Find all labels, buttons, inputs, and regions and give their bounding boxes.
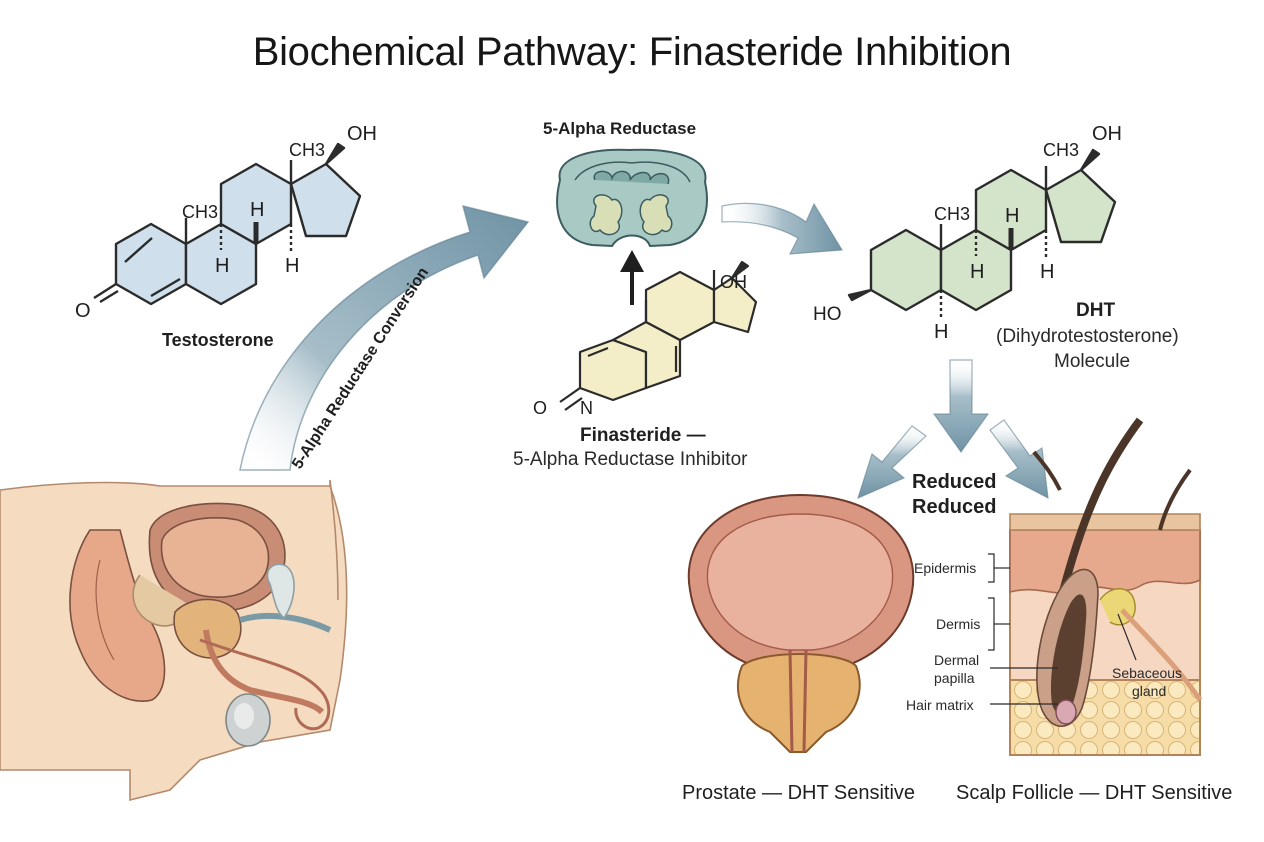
- testosterone-o: O: [75, 300, 91, 322]
- testosterone-label: Testosterone: [162, 330, 274, 350]
- testosterone-h1: H: [250, 199, 264, 221]
- reduced-label-2: Reduced: [912, 496, 996, 518]
- finasteride-role: 5-Alpha Reductase Inhibitor: [513, 449, 748, 470]
- scalp-label-epidermis: Epidermis: [914, 560, 976, 576]
- dht-ch3-top: CH3: [1043, 140, 1079, 160]
- finasteride-oh: OH: [720, 272, 747, 292]
- dht-h2: H: [970, 261, 984, 283]
- testosterone-oh: OH: [347, 123, 377, 145]
- dht-oh: OH: [1092, 123, 1122, 145]
- testosterone-h2: H: [215, 255, 229, 277]
- scalp-label-dermis: Dermis: [936, 616, 980, 632]
- dht-h3: H: [1040, 261, 1054, 283]
- reduced-label-1: Reduced: [912, 471, 996, 493]
- testosterone-ch3-mid: CH3: [182, 202, 218, 222]
- scalp-label-sebaceous-2: gland: [1132, 683, 1166, 699]
- finasteride-molecule: [559, 260, 758, 411]
- dht-effect-arrows: [857, 359, 1049, 500]
- page-title: Biochemical Pathway: Finasteride Inhibit…: [252, 30, 1012, 74]
- conversion-arrow: [239, 204, 530, 471]
- scalp-follicle-illustration: [1009, 417, 1203, 756]
- dht-ch3-mid: CH3: [934, 204, 970, 224]
- finasteride-label: Finasteride —: [580, 425, 706, 446]
- prostate-caption: Prostate — DHT Sensitive: [682, 782, 915, 804]
- enzyme-to-dht-arrow: [721, 202, 844, 255]
- testosterone-h3: H: [285, 255, 299, 277]
- testosterone-ch3-top: CH3: [289, 140, 325, 160]
- dht-label: DHT: [1076, 300, 1115, 321]
- dht-suffix: Molecule: [1054, 351, 1130, 372]
- scalp-caption: Scalp Follicle — DHT Sensitive: [956, 782, 1232, 804]
- testosterone-molecule: [93, 142, 362, 306]
- pelvic-anatomy-illustration: [0, 479, 348, 802]
- finasteride-n: N: [580, 398, 593, 418]
- dht-ho: HO: [813, 304, 842, 325]
- scalp-label-hair-matrix: Hair matrix: [906, 697, 974, 713]
- prostate-illustration: [687, 493, 915, 753]
- enzyme-5-alpha-reductase: [556, 148, 708, 248]
- inhibition-arrow: [620, 250, 644, 305]
- finasteride-o: O: [533, 398, 547, 418]
- dht-h1: H: [1005, 205, 1019, 227]
- scalp-label-sebaceous-1: Sebaceous: [1112, 665, 1182, 681]
- scalp-label-dermal-papilla-1: Dermal: [934, 652, 979, 668]
- dht-h4: H: [934, 321, 948, 343]
- scalp-label-dermal-papilla-2: papilla: [934, 670, 975, 686]
- dht-full-name: (Dihydrotestosterone): [996, 326, 1179, 347]
- scalp-label-leaders: [988, 553, 1137, 705]
- dht-molecule: [847, 148, 1117, 318]
- enzyme-label: 5-Alpha Reductase: [543, 119, 696, 138]
